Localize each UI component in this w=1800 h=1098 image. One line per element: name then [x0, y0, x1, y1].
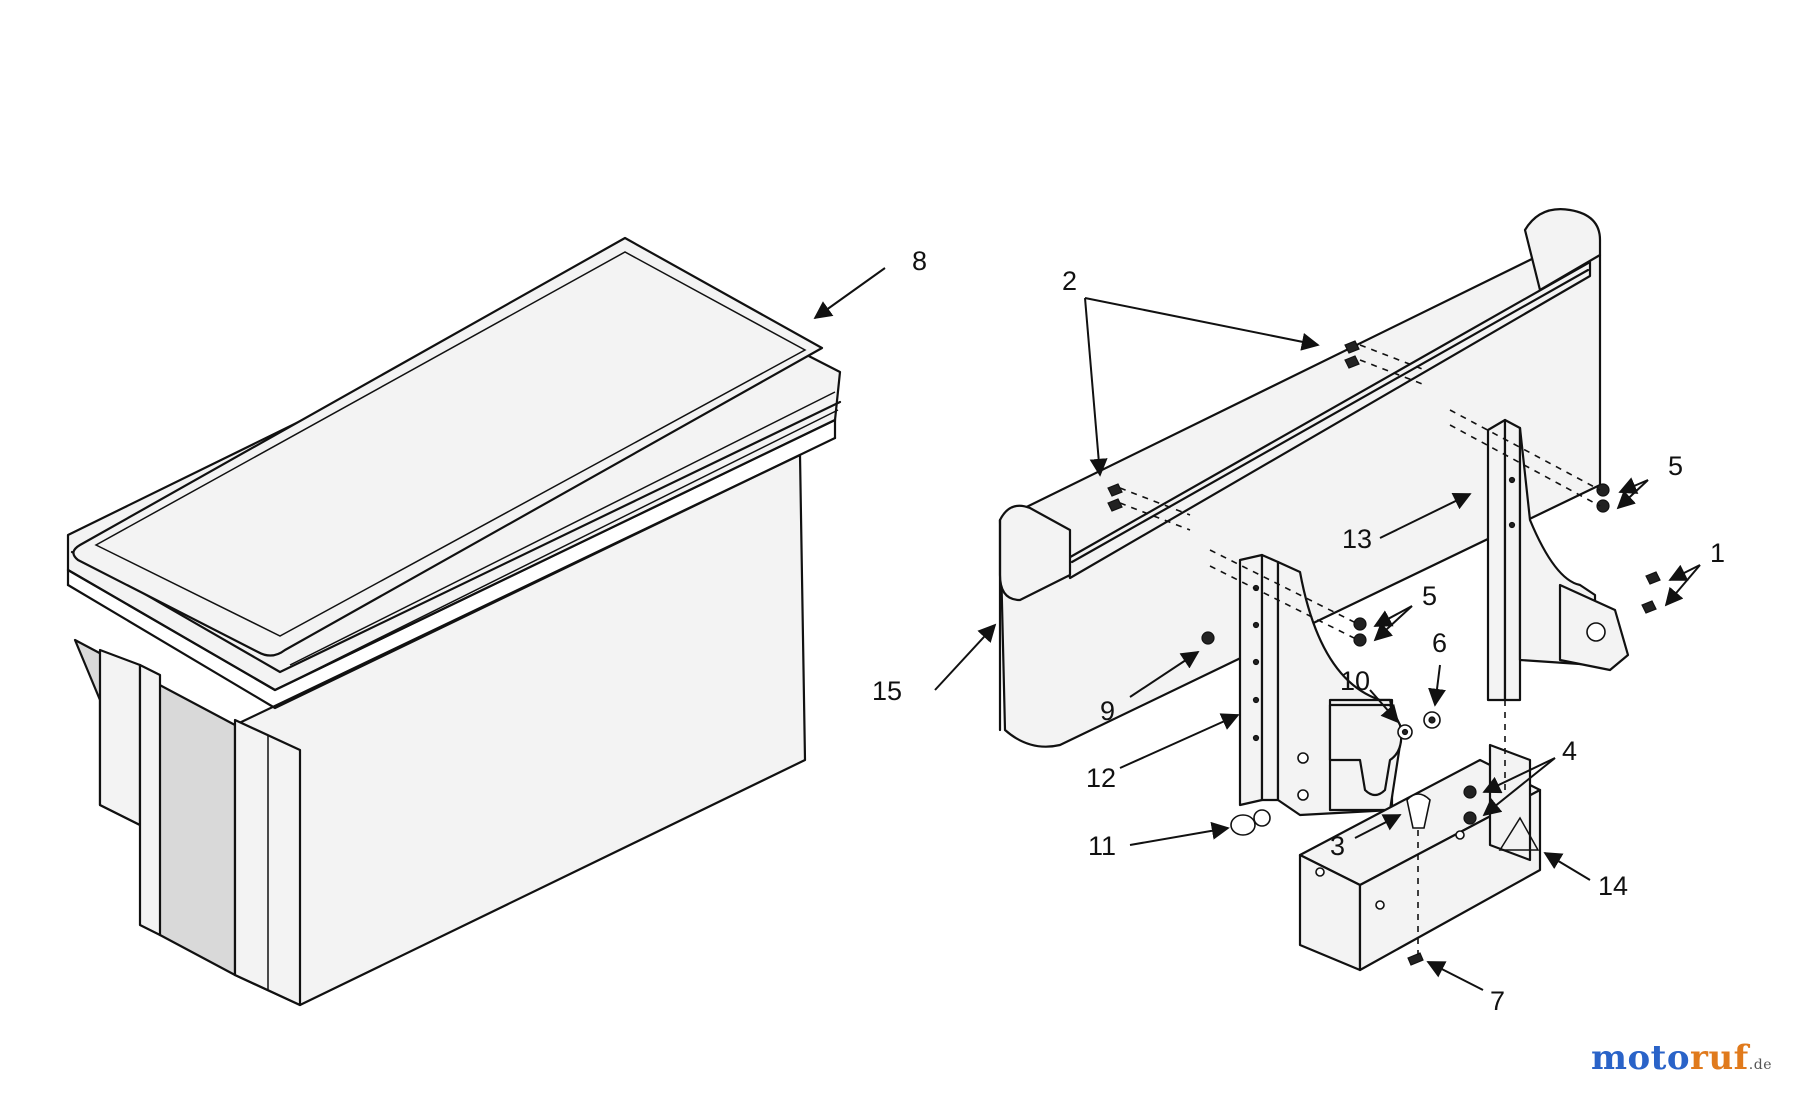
- callout-4: 4: [1562, 736, 1577, 766]
- callout-6: 6: [1432, 628, 1447, 658]
- watermark-text-a: moto: [1590, 1038, 1691, 1078]
- alignment-lines: [1119, 344, 1601, 955]
- callout-5-middle: 5: [1422, 581, 1437, 611]
- callout-11: 11: [1088, 831, 1116, 861]
- callout-3: 3: [1330, 831, 1345, 861]
- callout-5-upper: 5: [1668, 451, 1683, 481]
- callout-13: 13: [1342, 524, 1372, 554]
- watermark-text-b: ruf: [1690, 1038, 1749, 1078]
- hardware: [1107, 340, 1661, 966]
- leader-arrows: [813, 267, 1701, 991]
- watermark-logo: motoruf.de: [1591, 1038, 1772, 1078]
- callout-1: 1: [1710, 538, 1725, 568]
- callout-labels: 8 2 5 13 1 5 6 10 15 9 4 12 3 11 14 7: [872, 246, 1725, 1016]
- callout-12: 12: [1086, 763, 1116, 793]
- callout-15: 15: [872, 676, 902, 706]
- storage-box: [66, 236, 842, 1007]
- callout-9: 9: [1100, 696, 1115, 726]
- callout-7: 7: [1490, 986, 1505, 1016]
- callout-14: 14: [1598, 871, 1628, 901]
- shield-bracket: [998, 208, 1602, 748]
- callout-2: 2: [1062, 266, 1077, 296]
- right-bracket: [1486, 418, 1630, 702]
- left-bracket: [1238, 553, 1403, 817]
- callout-10: 10: [1340, 666, 1370, 696]
- callout-8: 8: [912, 246, 927, 276]
- watermark-suffix: .de: [1748, 1057, 1772, 1073]
